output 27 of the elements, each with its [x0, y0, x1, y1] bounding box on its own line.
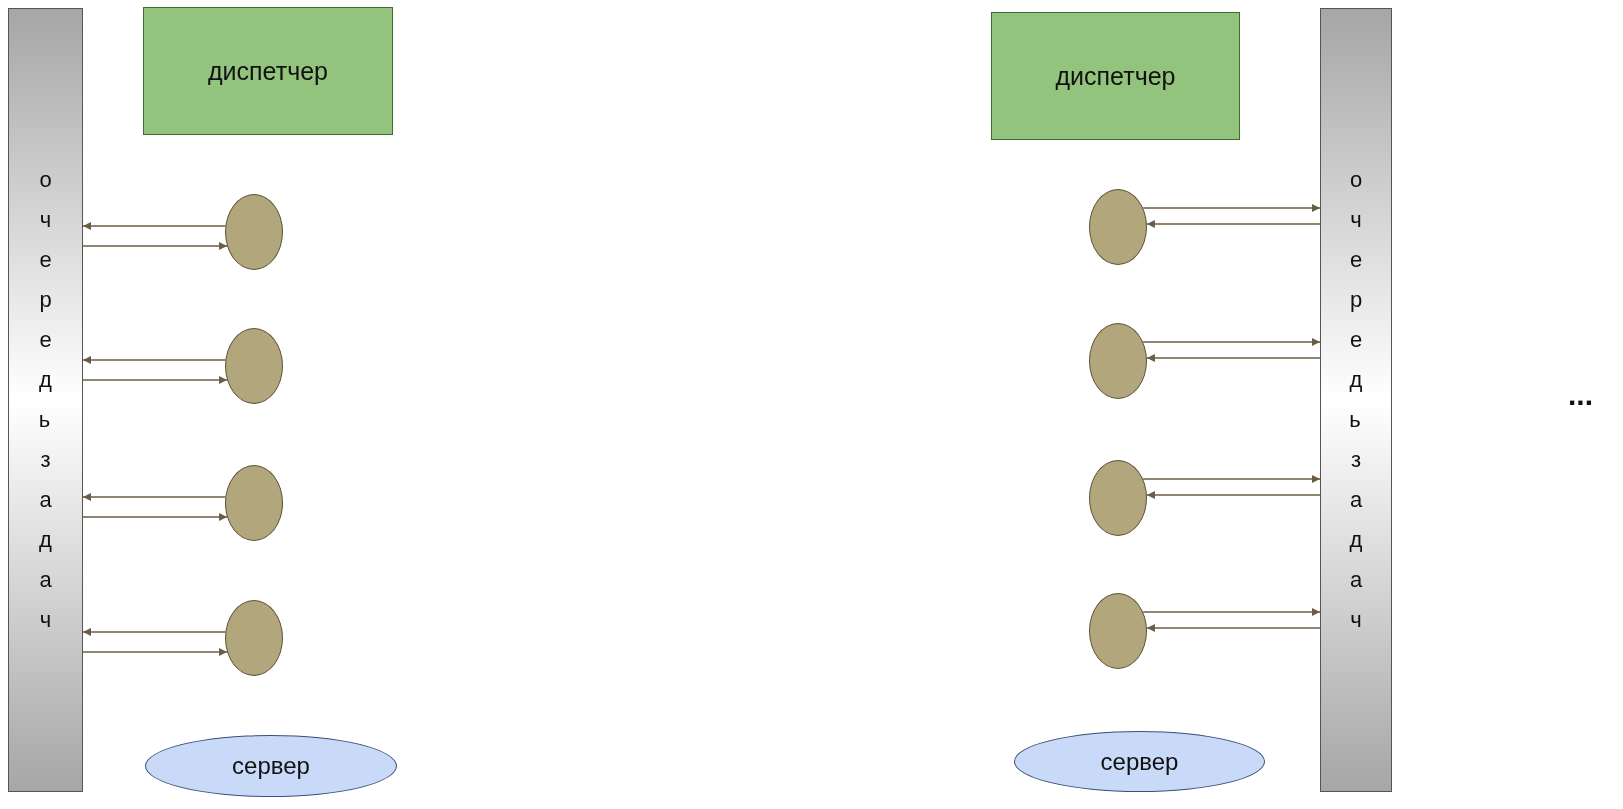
arrow [1142, 338, 1321, 346]
arrow [1146, 491, 1321, 499]
arrow [1146, 624, 1321, 632]
server-label: сервер [1100, 747, 1179, 776]
task-queue-bar [1320, 8, 1392, 792]
ellipsis-label: ... [1568, 378, 1593, 412]
arrow [1142, 608, 1321, 616]
dispatcher-label: диспетчер [1055, 61, 1176, 91]
arrow [82, 648, 228, 656]
arrow [82, 628, 226, 636]
arrow [1142, 204, 1321, 212]
arrow [82, 222, 226, 230]
arrow [82, 242, 228, 250]
arrow [82, 513, 228, 521]
dispatcher-label: диспетчер [208, 56, 328, 86]
dispatcher-box [991, 12, 1240, 140]
queue-label: очередь задач [1349, 166, 1363, 634]
server-label: сервер [232, 752, 310, 780]
arrow [1142, 475, 1321, 483]
arrow [82, 376, 228, 384]
dispatcher-box [143, 7, 393, 135]
arrow [1146, 220, 1321, 228]
queue-label: очередь задач [38, 166, 53, 634]
arrow [82, 493, 226, 501]
arrow [82, 356, 226, 364]
arrow [1146, 354, 1321, 362]
task-queue-bar [8, 8, 83, 792]
